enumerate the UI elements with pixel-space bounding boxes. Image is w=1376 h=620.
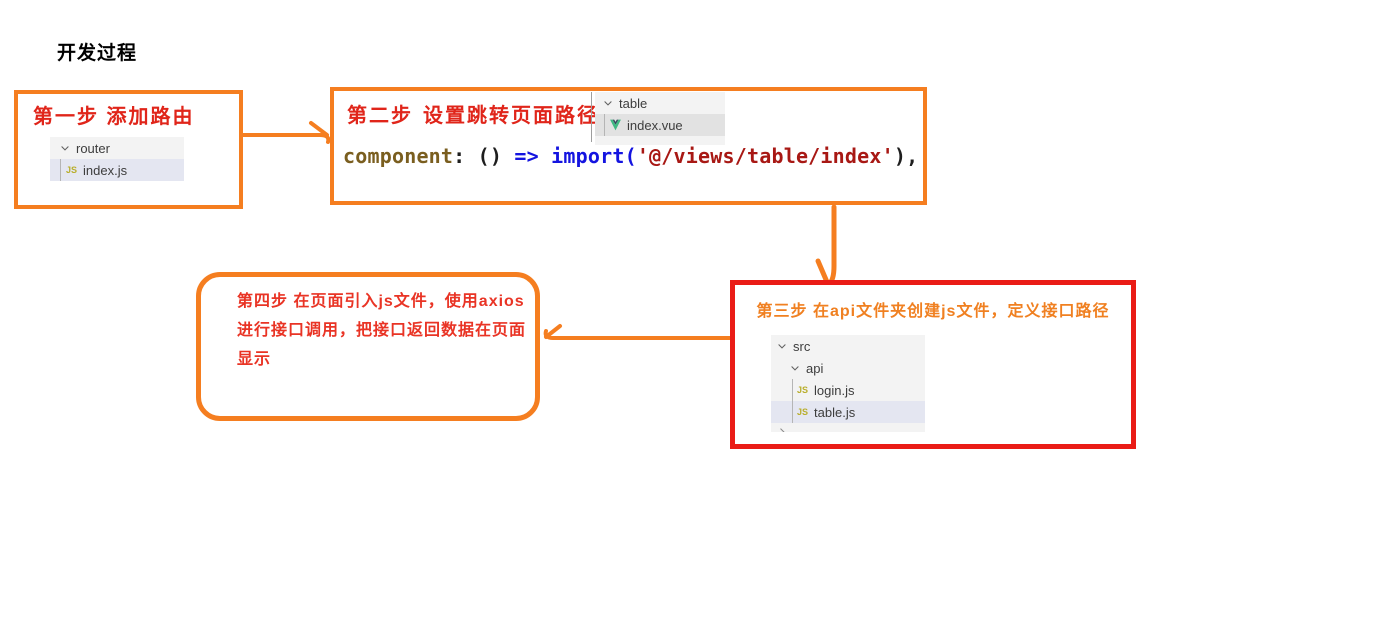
arrow-step2-to-step3-barb [815, 258, 830, 285]
arrow-step1-to-step2 [241, 133, 331, 144]
tree-row-indexvue[interactable]: index.vue [595, 114, 725, 136]
tree-row-loginjs[interactable]: JS login.js [771, 379, 925, 401]
chevron-down-icon [58, 141, 72, 155]
tree-left-guide [591, 92, 592, 142]
tree-row-router[interactable]: router [50, 137, 184, 159]
indent-guide [792, 379, 793, 401]
code-import-keyword: import( [551, 144, 637, 168]
arrow-step3-to-step4-barb [544, 324, 562, 339]
folder-name: table [619, 95, 648, 111]
tree-partial-row [771, 423, 925, 432]
indent-guide [60, 159, 61, 181]
file-name: index.js [83, 162, 128, 178]
step4-line-2: 进行接口调用，把接口返回数据在页面 [237, 322, 527, 339]
js-file-icon: JS [797, 385, 809, 395]
tree-row-api[interactable]: api [771, 357, 925, 379]
js-file-icon: JS [66, 165, 78, 175]
route-code-line: component: () => import('@/views/table/i… [343, 144, 918, 168]
indent-guide [792, 401, 793, 423]
code-string-path: '@/views/table/index' [636, 144, 894, 168]
tree-partial-row [595, 136, 725, 145]
chevron-down-icon [601, 96, 615, 110]
chevron-down-icon [775, 339, 789, 353]
file-name: table.js [814, 404, 856, 420]
chevron-right-icon [775, 425, 789, 432]
step4-text: 第四步 在页面引入js文件，使用axios 进行接口调用，把接口返回数据在页面 … [237, 287, 527, 374]
code-property: component [343, 144, 454, 168]
step4-line-1: 第四步 在页面引入js文件，使用axios [237, 293, 525, 310]
step2-box[interactable]: 第二步 设置跳转页面路径 table index.vue component: … [330, 87, 927, 205]
step2-file-tree: table index.vue [591, 92, 725, 145]
folder-name: src [793, 338, 811, 354]
file-name: index.vue [627, 117, 683, 133]
code-punctuation: : () [453, 144, 515, 168]
indent-guide [604, 114, 605, 136]
arrow-step2-to-step3 [826, 204, 837, 287]
tree-row-table[interactable]: table [595, 92, 725, 114]
arrow-step3-to-step4 [543, 329, 732, 340]
folder-name: router [76, 140, 110, 156]
code-arrow-operator: => [514, 144, 552, 168]
tree-row-indexjs[interactable]: JS index.js [50, 159, 184, 181]
js-file-icon: JS [797, 407, 809, 417]
vue-file-icon [609, 119, 622, 131]
file-name: login.js [814, 382, 855, 398]
tree-row-src[interactable]: src [771, 335, 925, 357]
step4-box[interactable]: 第四步 在页面引入js文件，使用axios 进行接口调用，把接口返回数据在页面 … [196, 272, 540, 421]
step4-line-3: 显示 [237, 351, 272, 368]
tree-row-tablejs[interactable]: JS table.js [771, 401, 925, 423]
page-title: 开发过程 [57, 43, 138, 64]
step2-title: 设置跳转页面路径 [423, 105, 599, 127]
step3-box[interactable]: 第三步 在api文件夹创建js文件，定义接口路径 src api JS logi… [730, 280, 1136, 449]
chevron-down-icon [788, 361, 802, 375]
step1-box[interactable]: 第一步 添加路由 router JS index.js [14, 90, 243, 209]
step3-file-tree: src api JS login.js JS table.js [771, 335, 925, 432]
arrow-step1-to-step2-barb [309, 121, 329, 137]
folder-name: api [806, 360, 824, 376]
step2-label: 第二步 [347, 105, 413, 127]
code-closing: ), [893, 144, 919, 168]
step3-title: 第三步 在api文件夹创建js文件，定义接口路径 [756, 303, 1110, 320]
step1-title: 第一步 添加路由 [33, 106, 195, 128]
step1-file-tree: router JS index.js [50, 137, 184, 181]
